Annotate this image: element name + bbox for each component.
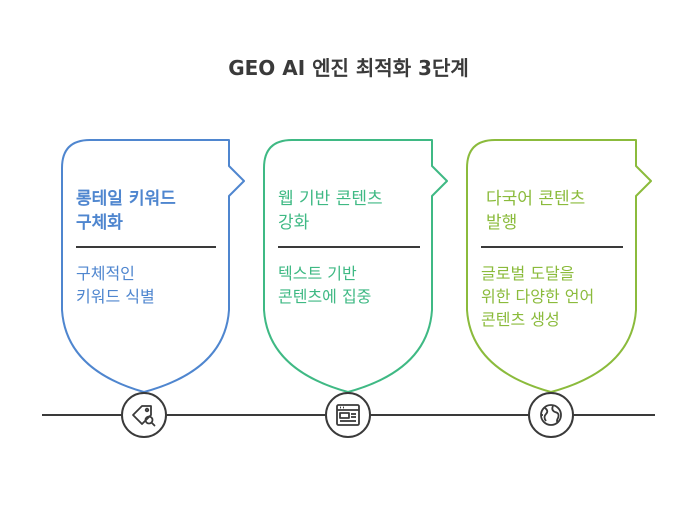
step-3-heading-line: 발행 — [486, 213, 518, 233]
step-3-divider — [481, 246, 623, 248]
step-3-heading: 다국어 콘텐츠 발행 — [486, 187, 636, 235]
price-tag-search-icon — [132, 405, 156, 427]
step-1-heading: 롱테일 키워드 구체화 — [76, 187, 221, 235]
step-2-card-outline — [263, 139, 448, 394]
step-2-body-line: 콘텐츠에 집중 — [278, 287, 372, 306]
step-3-card-outline — [466, 139, 652, 394]
step-2-icon-circle — [325, 392, 371, 438]
step-1-text-block: 롱테일 키워드 구체화 — [76, 187, 221, 235]
step-1-body: 구체적인 키워드 식별 — [76, 262, 221, 308]
step-3-body-line: 글로벌 도달을 — [481, 264, 575, 283]
step-1-body-line: 구체적인 — [76, 264, 135, 283]
step-2-body: 텍스트 기반 콘텐츠에 집중 — [278, 262, 428, 308]
step-3-text-block: 다국어 콘텐츠 발행 — [486, 187, 636, 235]
web-page-icon — [336, 404, 360, 426]
step-2-body-line: 텍스트 기반 — [278, 264, 357, 283]
step-2-divider — [278, 246, 420, 248]
step-2-heading-line: 웹 기반 콘텐츠 — [278, 189, 383, 209]
step-3-body-line: 콘텐츠 생성 — [481, 310, 560, 329]
step-3-icon-circle — [528, 392, 574, 438]
step-2-text-block: 웹 기반 콘텐츠 강화 — [278, 187, 428, 235]
step-2-heading-line: 강화 — [278, 213, 310, 233]
step-3-heading-line: 다국어 콘텐츠 — [486, 189, 586, 209]
step-1-card-outline — [61, 139, 245, 394]
diagram-title: GEO AI 엔진 최적화 3단계 — [228, 56, 469, 80]
step-1-heading-line: 구체화 — [76, 213, 123, 233]
step-2-heading: 웹 기반 콘텐츠 강화 — [278, 187, 428, 235]
step-1-body-line: 키워드 식별 — [76, 287, 155, 306]
step-1-icon-circle — [121, 392, 167, 438]
step-1-heading-line: 롱테일 키워드 — [76, 189, 176, 209]
step-3-body: 글로벌 도달을 위한 다양한 언어 콘텐츠 생성 — [481, 262, 636, 331]
step-1-divider — [76, 246, 216, 248]
step-3-body-line: 위한 다양한 언어 — [481, 287, 595, 306]
globe-icon — [540, 404, 562, 426]
